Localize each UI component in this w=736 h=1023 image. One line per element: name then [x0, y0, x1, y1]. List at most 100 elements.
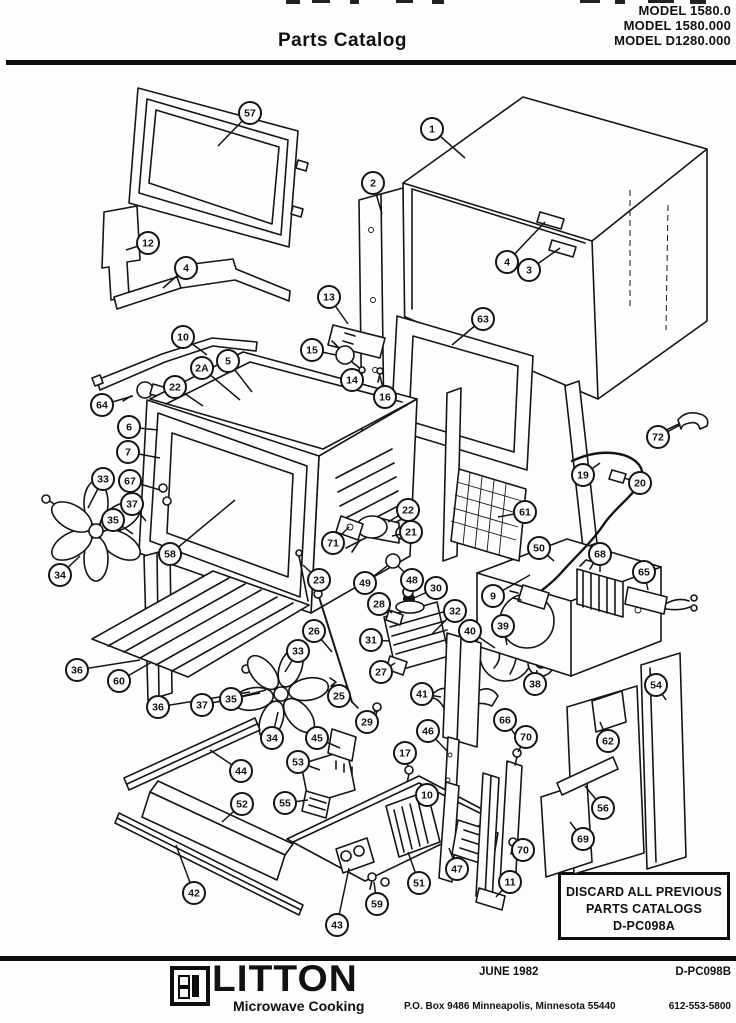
- callout-33: 33: [87, 467, 115, 509]
- callout-44: 44: [209, 749, 253, 783]
- trim-strip-part: [113, 258, 291, 310]
- svg-text:37: 37: [196, 700, 208, 712]
- callout-1: 1: [420, 117, 466, 159]
- callout-34: 34: [48, 555, 81, 587]
- callout-29: 29: [355, 709, 379, 734]
- header-rule: [6, 60, 736, 65]
- support-bracket-part: [91, 337, 258, 391]
- callout-65: 65: [632, 560, 656, 591]
- side-rail-parts: [438, 748, 523, 911]
- svg-text:5: 5: [225, 356, 231, 368]
- slatted-shelf-part: [91, 570, 310, 678]
- svg-text:67: 67: [124, 476, 136, 488]
- duct-panel-part: [442, 632, 482, 748]
- callout-31: 31: [359, 628, 391, 652]
- callout-56: 56: [584, 785, 615, 820]
- callout-46: 46: [416, 719, 449, 753]
- clip-part: [548, 239, 577, 258]
- svg-text:13: 13: [323, 292, 335, 304]
- svg-text:23: 23: [313, 575, 325, 587]
- callout-37: 37: [190, 692, 261, 717]
- svg-text:12: 12: [142, 238, 154, 250]
- svg-text:4: 4: [183, 263, 189, 275]
- callout-34: 34: [260, 711, 284, 750]
- svg-text:53: 53: [292, 757, 304, 769]
- svg-text:4: 4: [504, 257, 510, 269]
- svg-text:25: 25: [333, 691, 345, 703]
- svg-text:61: 61: [519, 507, 531, 519]
- svg-text:70: 70: [520, 732, 532, 744]
- notice-line-2: PARTS CATALOGS: [586, 902, 702, 916]
- svg-text:37: 37: [126, 499, 138, 511]
- svg-text:22: 22: [169, 382, 181, 394]
- footer-doc-code: D-PC098B: [675, 966, 731, 978]
- callout-53: 53: [286, 750, 321, 774]
- svg-text:44: 44: [235, 766, 247, 778]
- svg-text:55: 55: [279, 798, 291, 810]
- callout-20: 20: [623, 471, 652, 495]
- svg-text:46: 46: [422, 726, 434, 738]
- logo-square-2: [178, 987, 190, 999]
- door-frame-part: [128, 87, 309, 248]
- svg-text:64: 64: [96, 400, 108, 412]
- svg-text:15: 15: [306, 345, 318, 357]
- svg-text:11: 11: [504, 877, 515, 889]
- callout-52: 52: [221, 792, 254, 823]
- rear-panel-parts: [540, 652, 687, 878]
- callout-30: 30: [413, 576, 448, 600]
- svg-text:32: 32: [449, 606, 461, 618]
- model-number-1: MODEL 1580.0: [638, 3, 731, 18]
- callout-21: 21: [391, 520, 423, 544]
- callout-28: 28: [367, 592, 393, 616]
- svg-text:22: 22: [402, 505, 414, 517]
- svg-text:47: 47: [451, 864, 463, 876]
- callout-40: 40: [458, 619, 496, 649]
- svg-text:27: 27: [375, 667, 387, 679]
- svg-text:48: 48: [406, 575, 418, 587]
- waveguide-cover-part: [450, 468, 527, 562]
- fan-housing-part: [476, 538, 662, 677]
- callout-17: 17: [393, 741, 417, 767]
- callout-26: 26: [302, 619, 333, 653]
- footer-rule: [0, 956, 736, 961]
- svg-text:36: 36: [152, 702, 164, 714]
- capacitor-part: [624, 586, 698, 615]
- callout-16: 16: [373, 375, 397, 409]
- callout-57: 57: [217, 101, 262, 147]
- callout-71: 71: [321, 526, 350, 555]
- clip-part: [536, 211, 565, 230]
- svg-text:59: 59: [371, 899, 383, 911]
- svg-text:16: 16: [379, 392, 391, 404]
- svg-text:19: 19: [577, 470, 589, 482]
- callout-22: 22: [387, 498, 420, 523]
- discard-notice-box: DISCARD ALL PREVIOUS PARTS CATALOGS D-PC…: [558, 872, 730, 940]
- svg-text:45: 45: [311, 733, 323, 745]
- svg-text:62: 62: [602, 736, 614, 748]
- callout-62: 62: [596, 721, 620, 753]
- model-number-3: MODEL D1280.000: [614, 33, 731, 48]
- notice-line-3: D-PC098A: [612, 919, 676, 933]
- svg-text:2A: 2A: [195, 363, 209, 375]
- svg-text:29: 29: [361, 717, 373, 729]
- callout-51: 51: [407, 851, 431, 895]
- svg-text:10: 10: [421, 790, 433, 802]
- callout-14: 14: [340, 368, 364, 392]
- svg-text:26: 26: [308, 626, 320, 638]
- callout-2: 2: [361, 171, 385, 215]
- brand-tagline: Microwave Cooking: [233, 998, 365, 1014]
- logo-bar: [192, 975, 199, 997]
- svg-text:56: 56: [597, 803, 609, 815]
- callout-47: 47: [445, 847, 469, 881]
- callout-36: 36: [65, 658, 141, 682]
- callout-61: 61: [497, 500, 537, 524]
- callout-59: 59: [365, 881, 389, 916]
- transformer-part: [576, 559, 624, 618]
- svg-text:2: 2: [370, 178, 376, 190]
- callout-27: 27: [369, 660, 396, 684]
- side-panel-part: [101, 205, 141, 301]
- callout-19: 19: [571, 462, 601, 487]
- callout-4: 4: [162, 256, 198, 289]
- svg-text:28: 28: [373, 599, 385, 611]
- callout-6: 6: [117, 415, 159, 439]
